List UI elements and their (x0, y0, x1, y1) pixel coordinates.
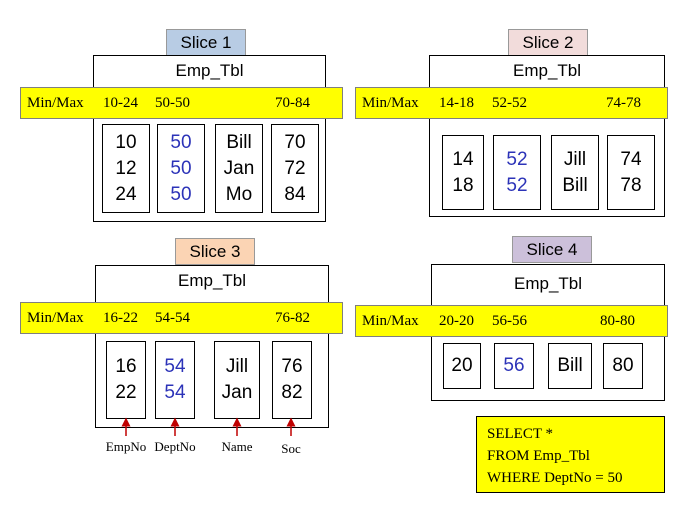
cell: 16 (115, 356, 137, 377)
slice-2-table-name: Emp_Tbl (512, 61, 582, 80)
slice-2-minmax-bar: Min/Max 14-18 52-52 74-78 (355, 87, 668, 119)
slice-3-minmax-label: Min/Max (27, 310, 84, 326)
slice-2-range-soc: 74-78 (606, 95, 641, 111)
slice-2-col-soc: 74 78 (607, 135, 655, 210)
slice-1-table-name: Emp_Tbl (175, 61, 244, 80)
sql-line-where: WHERE DeptNo = 50 (487, 470, 623, 486)
cell: 74 (620, 148, 642, 170)
cell: 70 (284, 131, 306, 153)
slice-3-tab: Slice 3 (175, 238, 255, 265)
slice-4-minmax-bar: Min/Max 20-20 56-56 80-80 (355, 305, 668, 337)
slice-1-col-empno: 10 12 24 (102, 124, 150, 213)
slice-4-range-empno: 20-20 (439, 313, 474, 329)
slice-2-minmax-label: Min/Max (362, 95, 419, 111)
slice-3-col-soc: 76 82 (272, 341, 312, 419)
slice-3-range-deptno: 54-54 (155, 310, 190, 326)
slice-4-tab: Slice 4 (512, 236, 592, 263)
cell: 10 (115, 131, 137, 153)
slice-4-range-deptno: 56-56 (492, 313, 527, 329)
cell: 54 (164, 356, 186, 377)
slice-2-range-empno: 14-18 (439, 95, 474, 111)
slice-1-col-soc: 70 72 84 (271, 124, 319, 213)
cell: 22 (115, 382, 137, 403)
cell: 20 (451, 355, 473, 376)
cell: 72 (284, 157, 306, 179)
sql-line-from: FROM Emp_Tbl (487, 448, 590, 464)
slice-3-table-name: Emp_Tbl (177, 271, 247, 290)
slice-4-table-name: Emp_Tbl (513, 274, 583, 293)
slice-1-col-deptno: 50 50 50 (157, 124, 205, 213)
slice-1-range-deptno: 50-50 (155, 95, 190, 111)
slice-1-minmax-label: Min/Max (27, 95, 84, 111)
cell: 50 (170, 157, 192, 179)
label-name: Name (221, 439, 253, 454)
slice-4-minmax-label: Min/Max (362, 313, 419, 329)
cell: Jan (221, 382, 253, 403)
cell: 54 (164, 382, 186, 403)
cell: Bill (557, 355, 583, 376)
cell: 76 (281, 356, 303, 377)
slice-1-col-name: Bill Jan Mo (215, 124, 263, 213)
cell: 50 (170, 183, 192, 205)
slice-4-col-soc: 80 (603, 343, 643, 389)
cell: 14 (452, 148, 474, 170)
sql-query-box: SELECT * FROM Emp_Tbl WHERE DeptNo = 50 (476, 416, 665, 493)
slice-4-col-deptno: 56 (494, 343, 534, 389)
cell: 56 (503, 355, 525, 376)
cell: 50 (170, 131, 192, 153)
cell: 78 (620, 174, 642, 196)
cell: Jill (225, 356, 249, 377)
slice-1-range-soc: 70-84 (275, 95, 310, 111)
slice-2-col-empno: 14 18 (442, 135, 484, 210)
cell: Bill (226, 131, 252, 153)
slice-3-col-name: Jill Jan (214, 341, 260, 419)
cell: 84 (284, 183, 306, 205)
slice-3-range-soc: 76-82 (275, 310, 310, 326)
cell: 18 (452, 174, 474, 196)
label-empno: EmpNo (105, 439, 147, 454)
cell: 82 (281, 382, 303, 403)
slice-4-col-name: Bill (548, 343, 592, 389)
cell: Mo (225, 183, 253, 205)
slice-1-minmax-bar: Min/Max 10-24 50-50 70-84 (20, 87, 343, 119)
cell: Jill (563, 148, 587, 170)
label-deptno: DeptNo (154, 439, 196, 454)
cell: Jan (223, 157, 255, 179)
cell: 52 (506, 148, 528, 170)
slice-2-col-name: Jill Bill (551, 135, 599, 210)
label-soc: Soc (281, 441, 301, 456)
slice-3-minmax-bar: Min/Max 16-22 54-54 76-82 (20, 302, 343, 334)
slice-4-range-soc: 80-80 (600, 313, 635, 329)
slice-3-range-empno: 16-22 (103, 310, 138, 326)
slice-1-range-empno: 10-24 (103, 95, 138, 111)
slice-2-col-deptno: 52 52 (493, 135, 541, 210)
cell: 24 (115, 183, 137, 205)
sql-line-select: SELECT * (487, 426, 553, 442)
cell: 80 (612, 355, 634, 376)
cell: Bill (562, 174, 588, 196)
slice-2-range-deptno: 52-52 (492, 95, 527, 111)
cell: 12 (115, 157, 137, 179)
slice-1-tab: Slice 1 (166, 29, 246, 56)
cell: 52 (506, 174, 528, 196)
slice-4-col-empno: 20 (443, 343, 481, 389)
